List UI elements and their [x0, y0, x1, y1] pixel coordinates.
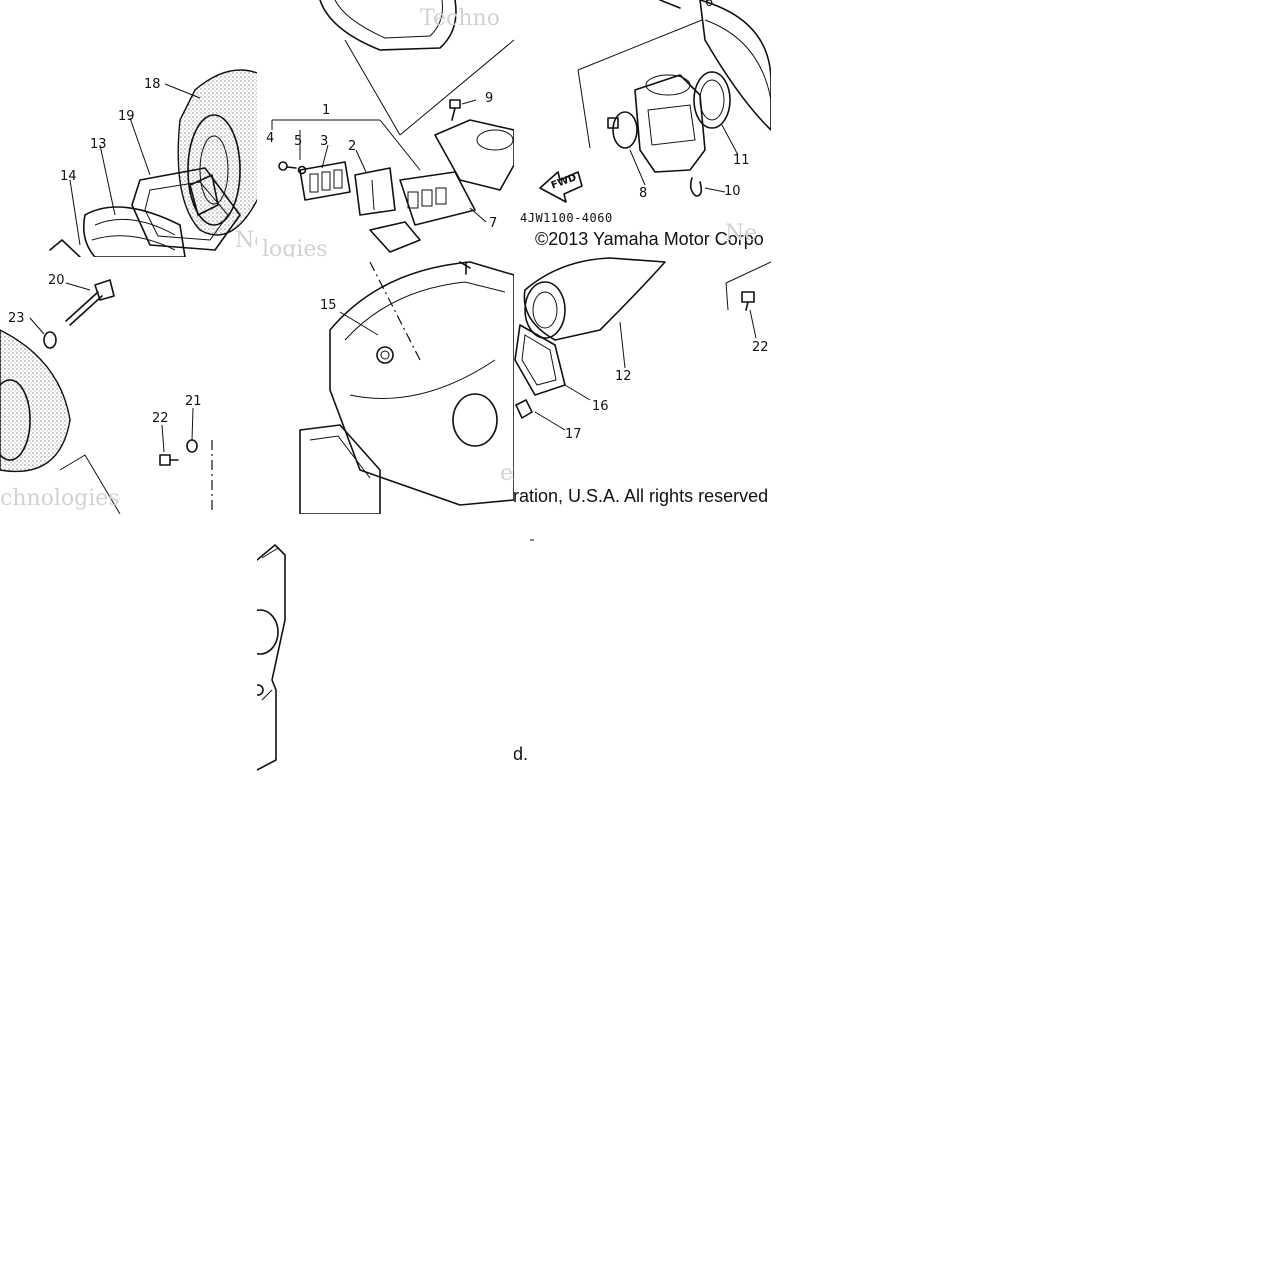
callout-21: 21	[185, 394, 202, 409]
tile-air-box: ext	[299, 261, 534, 514]
carburetor	[634, 74, 706, 173]
tile-filter-side: chnologies	[0, 279, 213, 514]
callout-17: 17	[565, 427, 582, 442]
washer-23	[43, 331, 57, 349]
callout-2: 2	[348, 139, 356, 154]
fwd-arrow: FWD	[539, 171, 583, 203]
callout-16: 16	[592, 399, 609, 414]
air-filter-case	[299, 261, 514, 514]
washer-5	[297, 165, 307, 175]
svg-text:Ne: Ne	[725, 221, 757, 246]
intake-manifold	[434, 119, 514, 191]
duct-seal-16	[514, 324, 566, 396]
air-boot-joint	[699, 0, 771, 131]
callout-12: 12	[615, 369, 632, 384]
reed-petals	[354, 167, 396, 216]
reed-block	[299, 161, 351, 201]
bolt-22-right	[741, 291, 755, 311]
bolt-22-left	[159, 454, 179, 466]
screw-4	[278, 161, 297, 171]
tile-reed-valve: Techno logies	[262, 0, 514, 262]
gasket-reed	[369, 221, 421, 253]
callout-19: 19	[118, 109, 135, 124]
callout-6: 6	[705, 0, 713, 10]
copyright-line-1: ©2013 Yamaha Motor Corpo	[535, 229, 764, 249]
bolt-9	[449, 99, 461, 121]
callout-7: 7	[489, 216, 497, 231]
svg-text:Techno: Techno	[420, 6, 500, 31]
washer-21	[186, 439, 198, 453]
callout-23: 23	[8, 311, 25, 326]
svg-text:logies: logies	[262, 237, 328, 262]
callout-15: 15	[320, 298, 337, 313]
clip-10	[689, 177, 703, 197]
callout-22-left: 22	[152, 411, 169, 426]
clamp-11	[693, 71, 731, 129]
intake-gasket-top	[319, 0, 457, 51]
reed-cage	[399, 171, 476, 226]
callout-8: 8	[639, 186, 647, 201]
element-guide	[131, 167, 241, 251]
tile-blank: d.	[513, 539, 534, 764]
callout-9: 9	[485, 91, 493, 106]
tile-intake-duct: ration, U.S.A. All rights reserved	[513, 257, 771, 506]
svg-text:ext: ext	[500, 461, 534, 486]
filter-cage	[82, 206, 186, 257]
copyright-tail: d.	[513, 744, 528, 764]
part-code: 4JW1100-4060	[520, 211, 613, 225]
callout-3: 3	[320, 134, 328, 149]
wing-bolt-20	[65, 279, 115, 326]
svg-text:chnologies: chnologies	[0, 486, 120, 511]
callout-14: 14	[60, 169, 77, 184]
callout-11: 11	[733, 153, 750, 168]
callout-20: 20	[48, 273, 65, 288]
intake-duct	[523, 257, 666, 341]
callout-18: 18	[144, 77, 161, 92]
callout-1: 1	[322, 103, 330, 118]
copyright-line-2: ration, U.S.A. All rights reserved	[513, 486, 768, 506]
callout-22-right: 22	[752, 340, 769, 355]
clamp-8	[607, 111, 638, 149]
callout-10: 10	[724, 184, 741, 199]
tile-carburetor: FWD 4JW1100-4060 ©2013 Yamaha Motor Corp…	[520, 0, 771, 249]
watermark-text: Next Technologies	[235, 228, 441, 253]
callout-5: 5	[294, 134, 302, 149]
tile-air-filter: Next Technologies	[49, 69, 441, 257]
grommet-17	[515, 399, 533, 419]
callout-4: 4	[266, 131, 274, 146]
tile-case-bottom	[257, 544, 286, 771]
callout-13: 13	[90, 137, 107, 152]
